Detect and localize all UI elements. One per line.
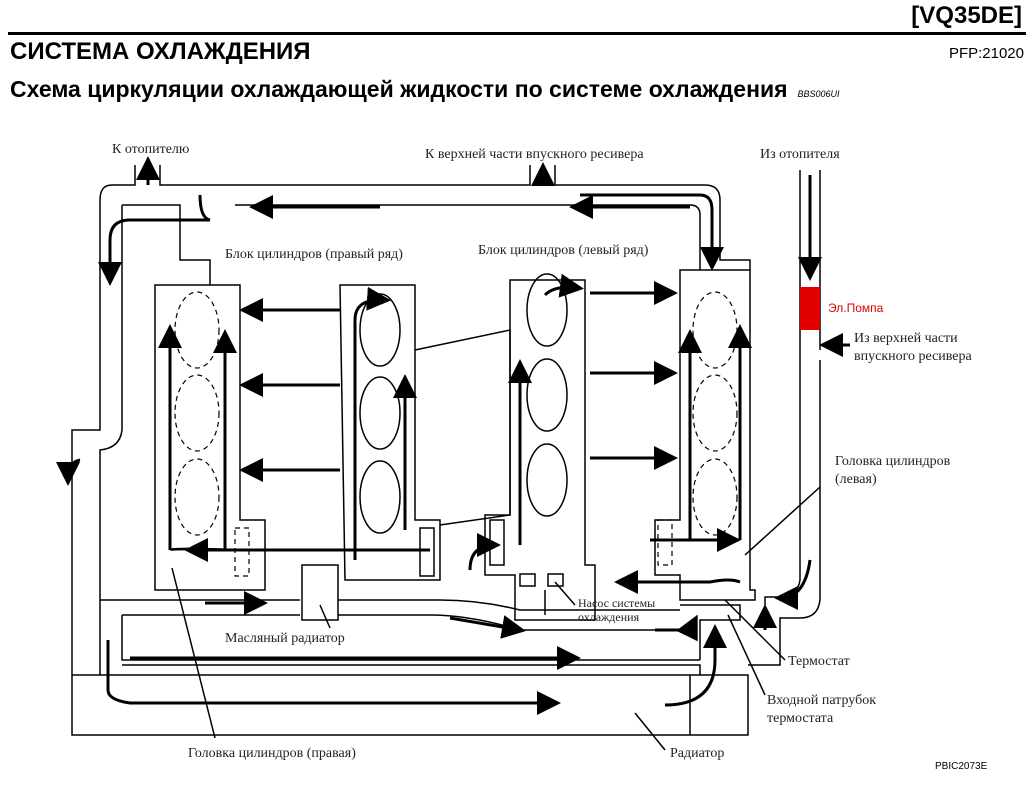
label-head-right: Головка цилиндров (правая) — [188, 746, 356, 761]
pipes — [71, 165, 821, 675]
label-water-pump-1: Насос системы — [578, 596, 655, 610]
label-water-pump-2: охлаждения — [578, 610, 640, 624]
water-pump — [519, 573, 536, 587]
cylinder-block-right — [339, 284, 441, 581]
engine-model: [VQ35DE] — [911, 2, 1022, 29]
label-to-intake: К верхней части впускного ресивера — [425, 147, 644, 162]
thermostat — [680, 604, 741, 660]
pfp-code: PFP:21020 — [948, 45, 1024, 62]
radiator — [71, 674, 749, 736]
subtitle-text: Схема циркуляции охлаждающей жидкости по… — [10, 76, 788, 102]
page-title: СИСТЕМА ОХЛАЖДЕНИЯ — [10, 38, 311, 65]
label-block-right: Блок цилиндров (правый ряд) — [225, 247, 403, 262]
label-radiator: Радиатор — [670, 746, 724, 761]
figure-ref: PBIC2073E — [935, 761, 988, 772]
label-from-heater: Из отопителя — [760, 147, 840, 162]
label-head-left-2: (левая) — [835, 472, 877, 487]
label-inlet-2: термостата — [767, 711, 834, 726]
valley — [414, 329, 511, 526]
label-to-heater: К отопителю — [112, 142, 189, 157]
cylinder-block-left — [484, 273, 596, 621]
electric-pump — [800, 287, 820, 330]
label-inlet-1: Входной патрубок — [767, 693, 876, 708]
header-rule — [8, 32, 1026, 35]
subtitle-code: BBS006UI — [797, 89, 840, 99]
page-subtitle: Схема циркуляции охлаждающей жидкости по… — [10, 76, 840, 103]
leader-lines — [171, 486, 821, 751]
label-from-intake-2: впускного ресивера — [854, 349, 973, 364]
label-oil-cooler: Масляный радиатор — [225, 631, 345, 646]
flow-arrows — [56, 156, 850, 715]
label-from-intake-1: Из верхней части — [854, 331, 958, 346]
label-block-left: Блок цилиндров (левый ряд) — [478, 243, 649, 258]
label-head-left-1: Головка цилиндров — [835, 454, 951, 469]
label-electric-pump: Эл.Помпа — [828, 301, 884, 315]
oil-cooler — [301, 564, 339, 621]
label-thermostat: Термостат — [788, 654, 850, 669]
